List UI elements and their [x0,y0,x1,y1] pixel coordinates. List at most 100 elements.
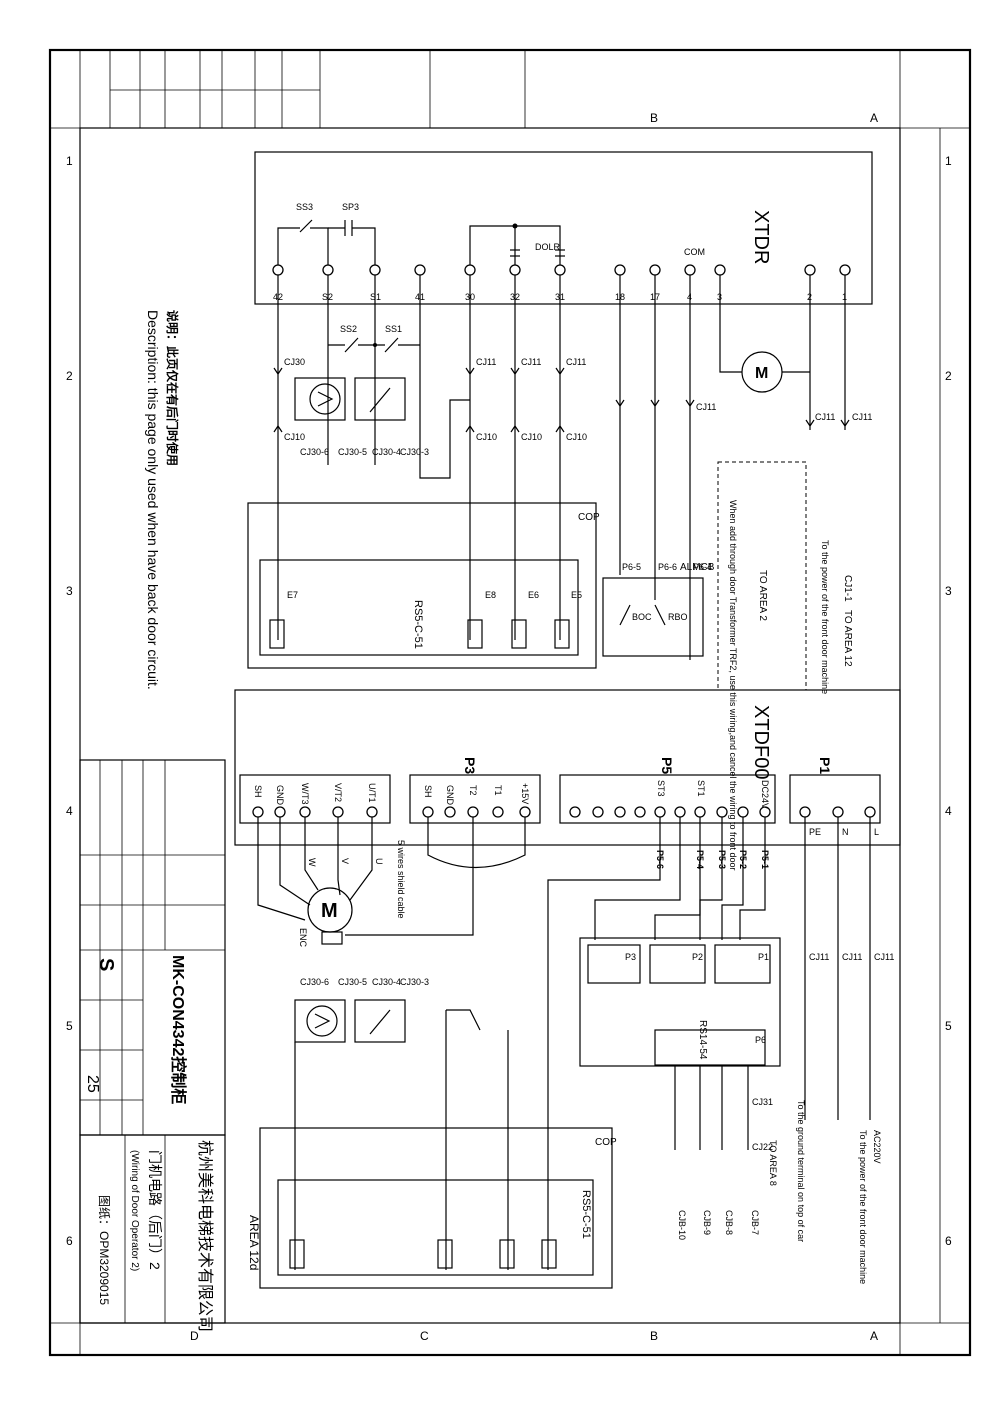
almcb-pin-p6-5: P6-5 [622,562,641,572]
contact-dolr: DOLR [535,242,561,252]
cop-top-e6: E6 [528,590,539,600]
cj10-label-2: CJ10 [521,432,542,442]
grid-letter-top-a: A [870,111,878,125]
cj30-6-top: CJ30-6 [300,447,329,457]
p3-pin-t1: T1 [493,785,503,796]
grid-letter-top-b: B [650,111,658,125]
cj22-label: CJ22 [752,1142,773,1152]
p5-pin-st3: ST3 [656,780,666,797]
p5-6: P5-6 [655,850,665,869]
description-cn: 说明：此页仅在有后门时使用 [165,310,180,466]
cjb-9: CJB-9 [702,1210,712,1235]
note-area2-detail: When add through door Transformer TRF2, … [728,500,738,871]
cj30-4-top: CJ30-4 [372,447,401,457]
cj30-5-top: CJ30-5 [338,447,367,457]
p3-pin-sh: SH [423,785,433,798]
cj10-label-4: CJ10 [284,432,305,442]
xtdf00-board: XTDF00 P1 P5 DC24V ST1 ST3 P3 +15V T1 T2 [234,689,901,846]
cop-top: COP RS5-C-51 E7 E8 E6 E5 [247,502,600,669]
p5-pin-st1: ST1 [696,780,706,797]
grid-number-3: 3 [66,584,73,598]
rs14-port-p3: P3 [625,952,636,962]
rs14-model: RS14-54 [697,1020,708,1060]
xtdr-board: XTDR 1 2 3 4 17 18 31 32 30 41 S1 S2 42 … [254,151,873,305]
cjb-8: CJB-8 [724,1210,734,1235]
rs14-port-p2: P2 [692,952,703,962]
contact-sp3: SP3 [342,202,359,212]
motor-lead-v: V [340,858,350,864]
cj30-5-bottom: CJ30-5 [338,977,367,987]
grid-number-right-1: 1 [945,154,952,168]
almcb-contact-boc: BOC [632,612,652,622]
motor-pin-v: V/T2 [333,783,343,802]
cj30-3-top: CJ30-3 [400,447,429,457]
p5-3: P5-3 [717,850,727,869]
cop-top-label: COP [578,512,600,523]
motor-pin-w: W/T3 [300,783,310,805]
xtdf00-title: XTDF00 [750,705,772,779]
note-ground-terminal: To the ground terminal on top of car [796,1100,806,1242]
title-company: 杭州美科电梯技术有限公司 [196,1140,214,1332]
almcb-pin-p6-4: P6-4 [693,562,712,572]
cop-bottom-model: RS5-C-51 [580,1190,592,1239]
cop-bottom-label: COP [595,1137,617,1148]
description-en: Description: this page only used when ha… [145,310,161,690]
cj30-label-top: CJ30 [284,357,305,367]
cop-top-e8: E8 [485,590,496,600]
p1-label: P1 [817,757,833,774]
note-front-machine-bottom: To the power of the front door machine [858,1130,868,1284]
cj11-p1-l: CJ11 [874,952,894,962]
note-front-machine-top: To the power of the front door machine [820,540,830,694]
almcb-contact-rbo: RBO [668,612,688,622]
motor-lead-w: W [307,858,317,867]
p5-wiring: P5-1 P5-2 P5-3 P5-4 P5-6 [547,817,770,1090]
cjb-7: CJB-7 [750,1210,760,1235]
grid-letter-bottom-d: D [190,1329,199,1343]
p5-1: P5-1 [760,850,770,869]
grid-number-6: 6 [66,1234,73,1248]
p3-pin-t2: T2 [468,785,478,796]
outer-frame [48,48,972,1357]
rs14-54-board: RS14-54 P1 P2 P3 P6 CJ31 CJ22 TO AREA 8 … [579,937,781,1240]
grid-letter-bottom-a: A [870,1329,878,1343]
almcb-label: ALMCB [680,562,715,573]
xtdr-com-label: COM [684,247,705,257]
cj30-3-bottom: CJ30-3 [400,977,429,987]
cj11-label-4: CJ11 [566,357,586,367]
contact-ss2: SS2 [340,324,357,334]
cop-bottom: COP RS5-C-51 AREA 12d [247,1127,617,1289]
contact-ss1: SS1 [385,324,402,334]
contact-ss3: SS3 [296,202,313,212]
cj11-p1-pe: CJ11 [809,952,829,962]
p5-4: P5-4 [695,850,705,869]
title-block: S MK-CON4342控制柜 25 杭州美科电梯技术有限公司 门机电路（后门）… [79,759,226,1332]
rs14-port-p1: P1 [758,952,769,962]
cj11-label-6: CJ11 [476,357,496,367]
xtdr-title: XTDR [750,210,772,264]
note-to-area2: TO AREA 2 [757,570,768,621]
rs14-p6: P6 [755,1035,766,1045]
grid-number-5: 5 [66,1019,73,1033]
title-sheets: 25 [84,1075,101,1093]
note-to-area12: TO AREA 12 [842,610,853,667]
p1-pin-n: N [842,827,849,837]
title-drawing: 门机电路（后门）2 [147,1150,163,1270]
motor-pin-gnd: GND [275,785,285,806]
title-rev: S [95,958,117,971]
p3-pin-gnd: GND [445,785,455,806]
cj10-label-1: CJ10 [566,432,587,442]
p3-pin-15v: +15V [520,783,530,804]
cj11-p1-n: CJ11 [842,952,862,962]
p5-label: P5 [659,757,675,774]
grid-number-right-2: 2 [945,369,952,383]
cjb-10: CJB-10 [677,1210,687,1240]
door-lock-bottom: CJ30-6 CJ30-5 CJ30-4 CJ30-3 [294,977,549,1270]
p1-wiring: L N PE CJ11 CJ11 CJ11 AC220V To the powe… [796,817,894,1284]
revision-block [109,50,526,128]
cj31-label: CJ31 [752,1097,773,1107]
title-drawing-en: (Wiring of Door Operator 2) [129,1150,140,1271]
motor-pin-sh: SH [253,785,263,798]
grid-number-right-4: 4 [945,804,952,818]
cj30-6-bottom: CJ30-6 [300,977,329,987]
